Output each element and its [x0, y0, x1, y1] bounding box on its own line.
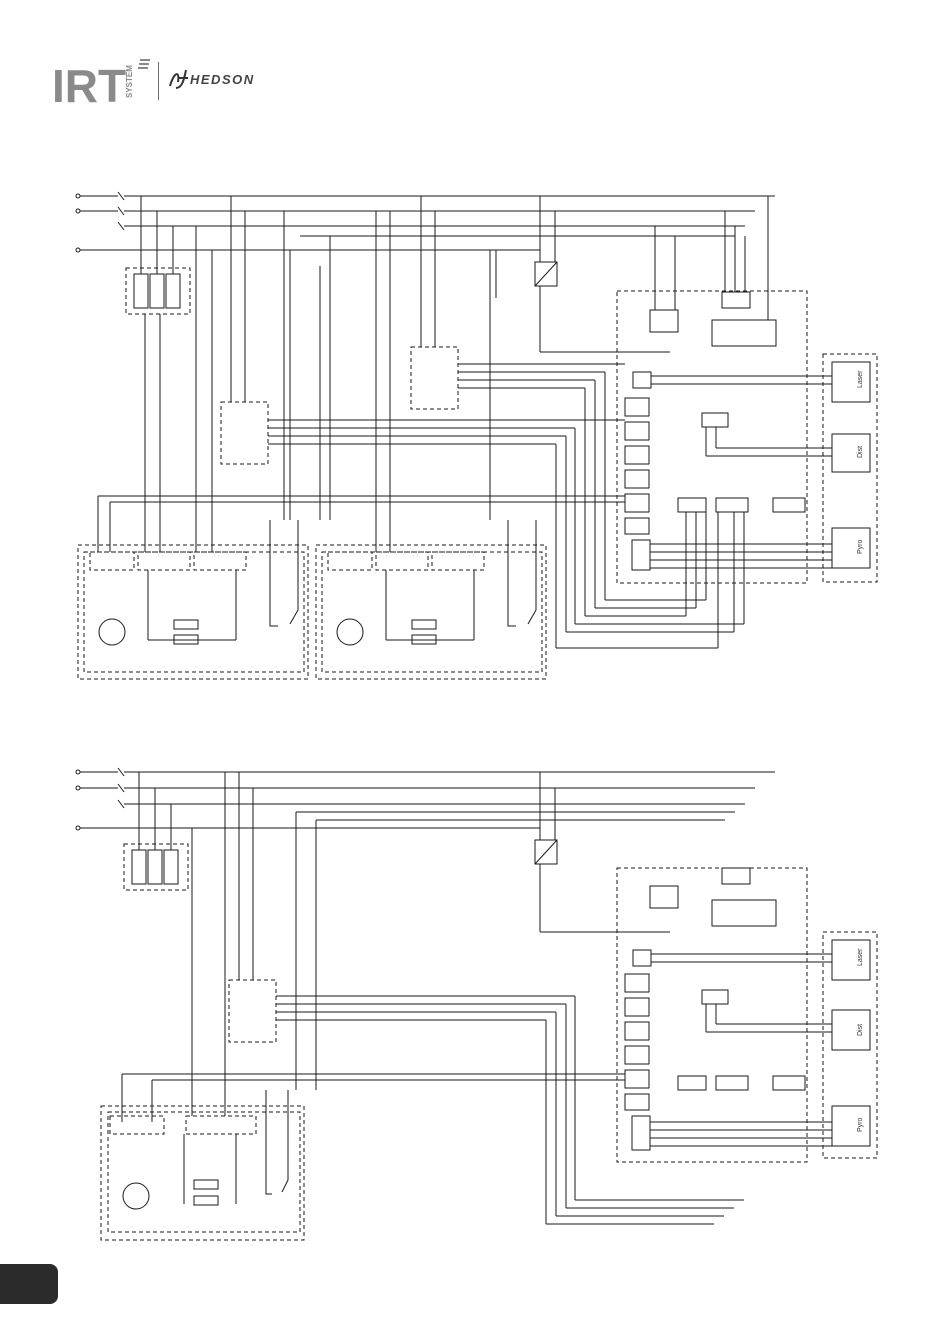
wiring-diagram-top: Laser Dist Pyro — [0, 180, 950, 700]
fuse-block — [126, 196, 190, 326]
sensor-enclosure-bottom: Laser Dist Pyro — [650, 932, 877, 1158]
sensor-label-laser-bottom: Laser — [857, 948, 864, 966]
sensor-label-dist: Dist — [857, 446, 864, 458]
feed-wires-bottom — [139, 772, 316, 1116]
sensor-label-pyro-bottom: Pyro — [857, 1118, 864, 1133]
hedson-logo: HEDSON — [166, 66, 266, 94]
control-cabinet — [617, 196, 807, 583]
heater-module-right — [316, 520, 546, 679]
control-cabinet-bottom — [617, 868, 807, 1162]
sensor-label-dist-bottom: Dist — [857, 1024, 864, 1036]
supply-terminals-bottom — [76, 768, 775, 830]
feed-wires-top — [145, 211, 496, 552]
sensor-label-laser: Laser — [857, 370, 864, 388]
page-tab — [0, 1264, 58, 1304]
supply-terminals — [76, 192, 775, 252]
logo-main-text: IRT — [52, 60, 126, 104]
logo-separator — [158, 62, 159, 100]
sensor-label-pyro: Pyro — [857, 540, 864, 555]
hedson-text: HEDSON — [190, 72, 255, 87]
sensor-enclosure: Laser Dist Pyro — [650, 354, 877, 582]
heater-module-bottom — [101, 1090, 304, 1240]
logo-sub-text: SYSTEM — [125, 65, 134, 98]
heater-module-left — [78, 520, 308, 679]
wiring-diagram-bottom: Laser Dist Pyro — [0, 760, 950, 1250]
fuse-block-bottom — [124, 844, 188, 890]
irt-system-logo: IRT SYSTEM — [52, 58, 152, 104]
relay-box-bottom — [122, 772, 744, 1224]
